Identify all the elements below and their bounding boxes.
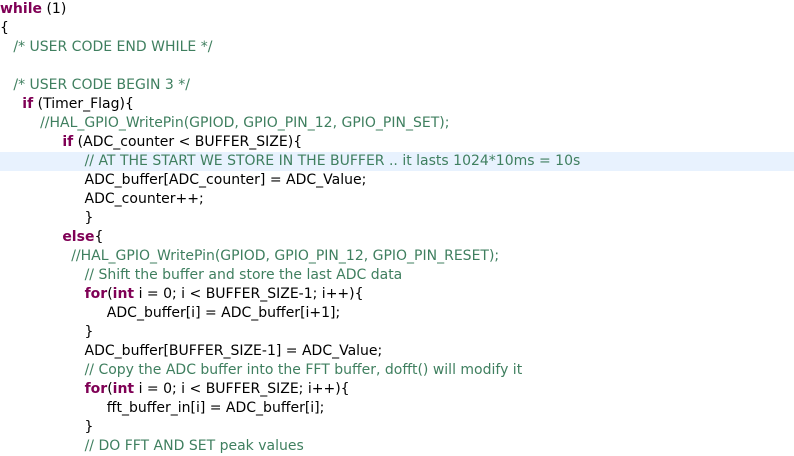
comment-token: // AT THE START WE STORE IN THE BUFFER .… xyxy=(84,153,581,169)
keyword-token: if xyxy=(22,96,34,112)
code-line[interactable]: ADC_buffer[ADC_counter] = ADC_Value; xyxy=(0,171,794,190)
code-text: (Timer_Flag){ xyxy=(33,96,134,112)
code-text: { xyxy=(0,20,9,36)
code-text: ( xyxy=(107,286,113,302)
code-text xyxy=(0,438,85,454)
code-text: i = 0; i < BUFFER_SIZE-1; i++){ xyxy=(134,286,364,302)
code-text: ( xyxy=(107,381,113,397)
code-line[interactable]: //HAL_GPIO_WritePin(GPIOD, GPIO_PIN_12, … xyxy=(0,247,794,266)
keyword-token: for xyxy=(84,286,108,302)
code-text: { xyxy=(94,229,104,245)
comment-token: // DO FFT AND SET peak values xyxy=(84,438,304,454)
code-text: } xyxy=(0,419,94,435)
code-line[interactable]: ADC_buffer[BUFFER_SIZE-1] = ADC_Value; xyxy=(0,342,794,361)
code-line[interactable]: for(int i = 0; i < BUFFER_SIZE; i++){ xyxy=(0,380,794,399)
code-text: } xyxy=(0,324,94,340)
code-text xyxy=(0,153,85,169)
comment-token: /* USER CODE BEGIN 3 */ xyxy=(13,77,190,93)
code-line[interactable]: else{ xyxy=(0,228,794,247)
code-text: ADC_buffer[i] = ADC_buffer[i+1]; xyxy=(0,305,341,321)
keyword-token: for xyxy=(84,381,108,397)
comment-token: // Copy the ADC buffer into the FFT buff… xyxy=(84,362,523,378)
code-line[interactable]: // DO FFT AND SET peak values xyxy=(0,437,794,456)
code-text: (1) xyxy=(42,1,67,17)
code-line[interactable]: // Shift the buffer and store the last A… xyxy=(0,266,794,285)
comment-token: // Shift the buffer and store the last A… xyxy=(84,267,403,283)
keyword-token: if xyxy=(62,134,74,150)
keyword-token: int xyxy=(112,286,135,302)
keyword-token: int xyxy=(112,381,135,397)
code-line[interactable]: { xyxy=(0,19,794,38)
code-text: ADC_buffer[BUFFER_SIZE-1] = ADC_Value; xyxy=(0,343,383,359)
code-text: i = 0; i < BUFFER_SIZE; i++){ xyxy=(134,381,350,397)
code-text xyxy=(0,229,62,245)
code-text: fft_buffer_in[i] = ADC_buffer[i]; xyxy=(0,400,325,416)
code-text: } xyxy=(0,210,94,226)
code-text xyxy=(0,381,85,397)
code-line[interactable]: } xyxy=(0,323,794,342)
comment-token: //HAL_GPIO_WritePin(GPIOD, GPIO_PIN_12, … xyxy=(71,248,500,264)
code-line[interactable]: if (ADC_counter < BUFFER_SIZE){ xyxy=(0,133,794,152)
code-text xyxy=(0,267,85,283)
code-line[interactable]: } xyxy=(0,209,794,228)
code-line[interactable]: fft_buffer_in[i] = ADC_buffer[i]; xyxy=(0,399,794,418)
code-line[interactable]: /* USER CODE END WHILE */ xyxy=(0,38,794,57)
code-line[interactable]: ADC_buffer[i] = ADC_buffer[i+1]; xyxy=(0,304,794,323)
code-line-current[interactable]: // AT THE START WE STORE IN THE BUFFER .… xyxy=(0,152,794,171)
code-text xyxy=(0,77,13,93)
code-line[interactable]: ADC_counter++; xyxy=(0,190,794,209)
code-line[interactable]: while (1) xyxy=(0,0,794,19)
code-line[interactable]: } xyxy=(0,418,794,437)
code-text: (ADC_counter < BUFFER_SIZE){ xyxy=(73,134,303,150)
code-text: ADC_counter++; xyxy=(0,191,204,207)
code-line[interactable]: //HAL_GPIO_WritePin(GPIOD, GPIO_PIN_12, … xyxy=(0,114,794,133)
code-text: ADC_buffer[ADC_counter] = ADC_Value; xyxy=(0,172,367,188)
code-text xyxy=(0,115,40,131)
code-text xyxy=(0,39,13,55)
code-text xyxy=(0,286,85,302)
code-line[interactable]: /* USER CODE BEGIN 3 */ xyxy=(0,76,794,95)
code-text xyxy=(0,362,85,378)
code-line[interactable]: if (Timer_Flag){ xyxy=(0,95,794,114)
code-text xyxy=(0,96,22,112)
keyword-token: while xyxy=(0,1,42,17)
code-text xyxy=(0,134,62,150)
keyword-token: else xyxy=(62,229,95,245)
code-line[interactable]: for(int i = 0; i < BUFFER_SIZE-1; i++){ xyxy=(0,285,794,304)
comment-token: /* USER CODE END WHILE */ xyxy=(13,39,213,55)
code-line[interactable] xyxy=(0,57,794,76)
code-line[interactable]: // Copy the ADC buffer into the FFT buff… xyxy=(0,361,794,380)
comment-token: //HAL_GPIO_WritePin(GPIOD, GPIO_PIN_12, … xyxy=(40,115,450,131)
code-text xyxy=(0,248,71,264)
